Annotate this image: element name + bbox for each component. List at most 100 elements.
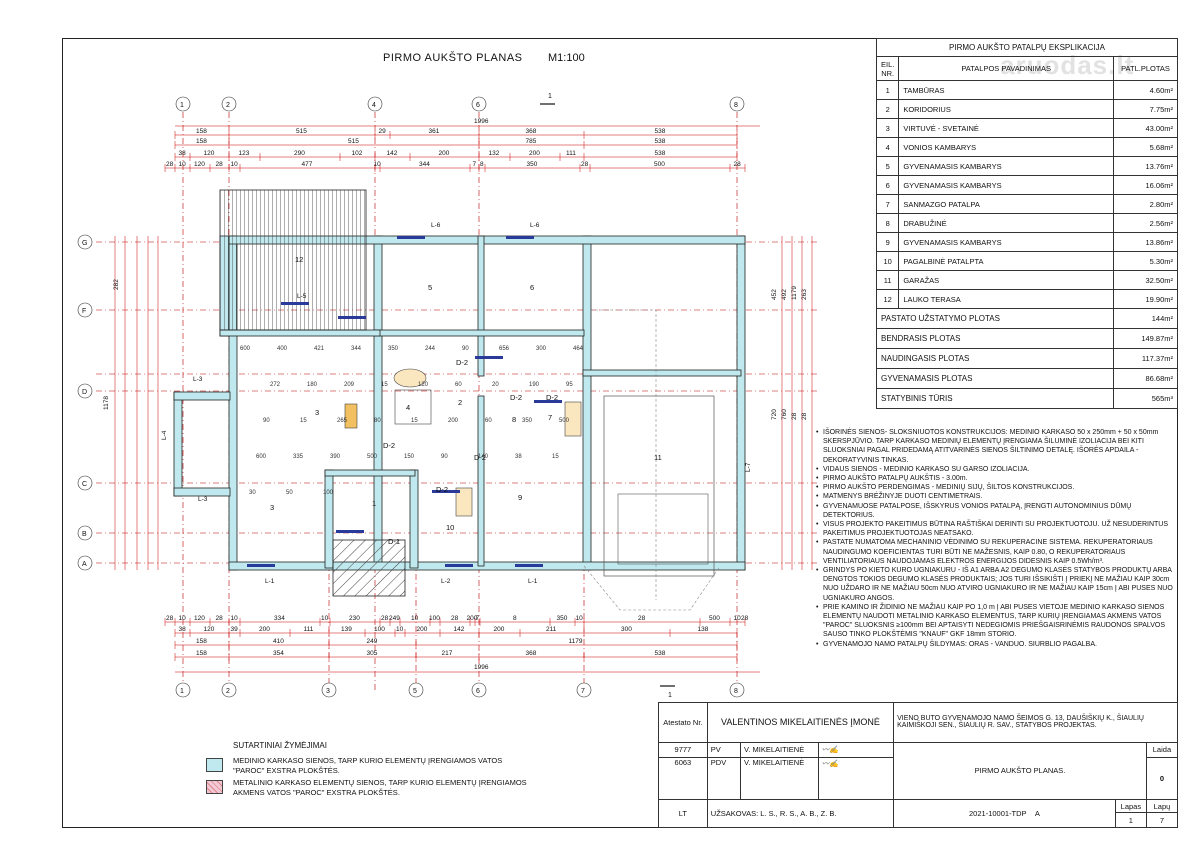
dim-top-3-label: 102	[352, 150, 363, 157]
boiler-icon	[564, 401, 582, 437]
r1-role: PV	[706, 741, 742, 759]
window-mark	[475, 356, 503, 359]
dim-bot-1-label: 249	[389, 615, 400, 622]
room-dimension: 90	[263, 418, 270, 424]
dim-bot-2-label: 100	[374, 626, 385, 633]
room-dimension: 38	[515, 454, 522, 460]
room-name: PAGALBINĖ PATALPTA	[898, 251, 1114, 271]
window-label: L-6	[530, 222, 540, 229]
wall-segment	[228, 561, 746, 571]
dim-top-1-label: 29	[379, 128, 387, 135]
dim-top-4-label: 8	[480, 161, 484, 168]
axis-bubble	[77, 475, 93, 491]
room-label: 6	[530, 283, 534, 292]
room-area: 4.60m²	[1113, 80, 1178, 100]
room-label: 10	[446, 523, 454, 532]
dim-bot-2-label: 38	[179, 626, 187, 633]
room-dimension: 90	[462, 346, 469, 352]
room-area: 13.76m²	[1113, 156, 1178, 176]
room-number: 6	[875, 175, 900, 195]
axis-bubble	[367, 96, 383, 112]
room-dimension: 90	[441, 454, 448, 460]
room-dimension: 140	[478, 454, 489, 460]
dim-bot-1-label: 334	[274, 615, 285, 622]
col-name-header: PATALPOS PAVADINIMAS	[898, 56, 1114, 81]
room-number: 7	[875, 194, 900, 214]
axis-bubble	[471, 682, 487, 698]
axis-bubble	[77, 555, 93, 571]
dim-top-3-label: 200	[529, 150, 540, 157]
dim-right-label: 760	[781, 409, 788, 420]
room-name: GYVENAMASIS KAMBARYS	[898, 232, 1114, 252]
dim-bot-1-label: 28	[451, 615, 459, 622]
room-area: 13.86m²	[1113, 232, 1178, 252]
room-label: 3	[315, 408, 319, 417]
room-area: 32.50m²	[1113, 270, 1178, 290]
room-label: 2	[458, 398, 462, 407]
drawing-sheet-frame	[62, 38, 1178, 828]
wall-segment	[219, 329, 381, 337]
dim-right-label: 28	[791, 412, 798, 420]
dim-bot-1-label: 10	[179, 615, 187, 622]
dim-bot-3-label: 410	[273, 638, 284, 645]
laida-value: 0	[1145, 757, 1179, 800]
axis-label-top: 1	[180, 102, 184, 109]
room-name: KORIDORIUS	[898, 99, 1114, 119]
floor-plan-drawing: 124681235678GFDECBA158515293613685381996…	[77, 93, 820, 699]
room-number: 4	[875, 137, 900, 157]
window-label: L-2	[441, 578, 451, 585]
summary-name: NAUDINGASIS PLOTAS	[876, 348, 1114, 369]
dim-bot-total: 1996	[474, 664, 489, 671]
room-dimension: 600	[256, 454, 267, 460]
dim-bot-1-label: 10	[231, 615, 239, 622]
room-area: 16.06m²	[1113, 175, 1178, 195]
room-area: 5.30m²	[1113, 251, 1178, 271]
dim-bot-1-label: 10	[411, 615, 419, 622]
room-name: VONIOS KAMBARYS	[898, 137, 1114, 157]
r2-signature-icon: 〰✍	[817, 757, 895, 800]
r2-number: 6063	[658, 757, 708, 800]
axis-bubble	[77, 234, 93, 250]
dim-bot-2-label: 120	[204, 626, 215, 633]
summary-name: PASTATO UŽSTATYMO PLOTAS	[876, 308, 1114, 329]
room-name: LAUKO TERASA	[898, 289, 1114, 309]
wall-segment	[736, 235, 746, 571]
wall-segment	[324, 469, 334, 569]
axis-bubble	[77, 525, 93, 541]
window-label: L-3	[193, 376, 203, 383]
dim-bot-2-label: 200	[494, 626, 505, 633]
room-dimension: 265	[337, 418, 348, 424]
wall-segment	[409, 469, 419, 569]
plan-title: PIRMO AUKŠTO PLANAS	[383, 52, 523, 64]
room-dimension: 350	[388, 346, 399, 352]
dim-top-4-label: 28	[166, 161, 174, 168]
dim-top-3-label: 200	[439, 150, 450, 157]
legend-text-metal: METALINIO KARKASO ELEMENTŲ SIENOS, TARP …	[233, 778, 527, 797]
r1-signature-icon: 〰✍	[817, 741, 895, 759]
dim-top-3-label: 538	[655, 150, 666, 157]
note-item: IŠORINĖS SIENOS- SLOKSNIUOTOS KONSTRUKCI…	[816, 428, 1176, 465]
dim-bot-2-label: 138	[698, 626, 709, 633]
axis-bubble	[321, 682, 337, 698]
room-name: TAMBŪRAS	[898, 80, 1114, 100]
drawing-code-value: 2021-10001-TDP	[969, 808, 1027, 818]
room-label: 1	[372, 499, 376, 508]
r1-number: 9777	[658, 741, 708, 759]
legend-text-wood: MEDINIO KARKASO SIENOS, TARP KURIO ELEME…	[233, 756, 503, 775]
room-dimension: 60	[485, 418, 492, 424]
axis-label-side: G	[82, 240, 87, 247]
room-dimension: 150	[404, 454, 415, 460]
room-name: GYVENAMASIS KAMBARYS	[898, 156, 1114, 176]
dim-bot-1-label: 10	[321, 615, 329, 622]
axis-bubble	[576, 682, 592, 698]
dim-bot-2-label: 139	[341, 626, 352, 633]
summary-value: 149.87m²	[1113, 328, 1178, 349]
dim-top-4-label: 7	[473, 161, 477, 168]
window-label: L-5	[297, 293, 307, 300]
window-label: L-7	[745, 462, 752, 472]
axis-bubble	[175, 96, 191, 112]
